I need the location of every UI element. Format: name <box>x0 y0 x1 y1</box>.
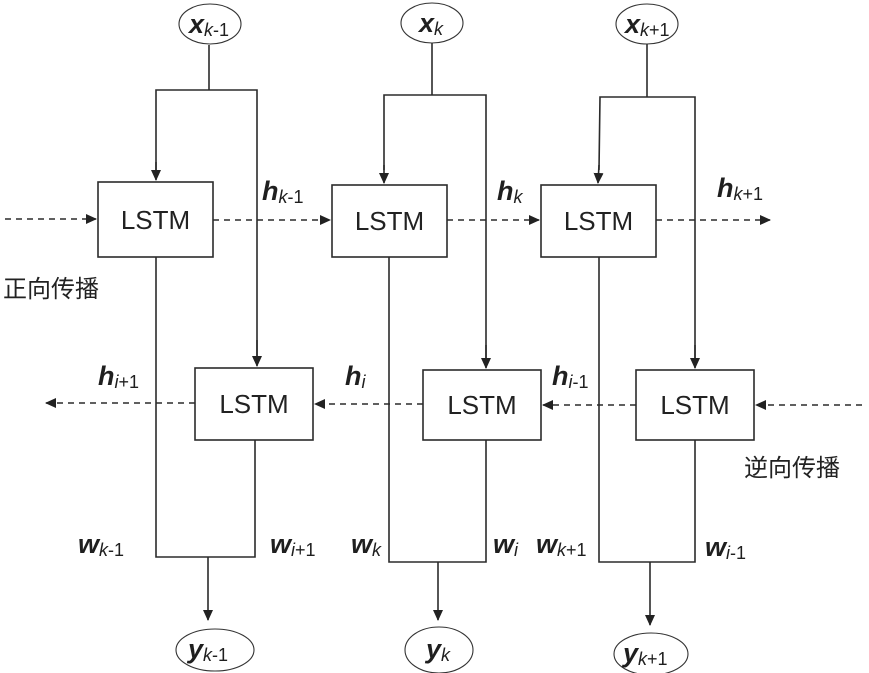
column-2 <box>379 43 491 621</box>
lstm-label: LSTM <box>355 206 424 236</box>
output-bracket <box>598 257 696 563</box>
backward-weight-label: wi-1 <box>705 532 746 563</box>
output-node: yk+1 <box>613 632 689 673</box>
backward-hidden-label: hi+1 <box>98 361 139 392</box>
input-bracket <box>155 89 258 358</box>
input-node: xk-1 <box>178 3 242 45</box>
input-node: xk+1 <box>615 3 679 45</box>
forward-lstm-cell: LSTM <box>97 181 214 258</box>
input-label: xk <box>417 8 444 39</box>
output-node: yk-1 <box>175 628 255 672</box>
backward-lstm-cell: LSTM <box>194 367 314 441</box>
input-bracket <box>383 94 487 360</box>
backward-weight-label: wi <box>493 529 519 560</box>
forward-hidden-label: hk+1 <box>717 173 763 204</box>
input-label: xk-1 <box>187 9 229 40</box>
forward-weight-label: wk <box>351 529 382 560</box>
input-node: xk <box>400 2 464 44</box>
forward-hidden-label: hk <box>497 176 524 207</box>
backward-propagation-label: 逆向传播 <box>744 454 840 482</box>
output-label: yk+1 <box>621 638 668 669</box>
forward-lstm-cell: LSTM <box>331 184 448 258</box>
backward-weight-label: wi+1 <box>270 529 316 560</box>
input-label: xk+1 <box>623 9 670 40</box>
forward-hidden-label: hk-1 <box>262 176 304 207</box>
lstm-label: LSTM <box>121 205 190 235</box>
input-bracket <box>598 96 696 360</box>
lstm-label: LSTM <box>660 390 729 420</box>
backward-lstm-cell: LSTM <box>635 369 755 441</box>
column-3 <box>593 44 700 626</box>
output-label: yk <box>424 634 451 665</box>
output-bracket <box>155 257 256 558</box>
lstm-label: LSTM <box>564 206 633 236</box>
forward-lstm-cell: LSTM <box>540 184 657 258</box>
lstm-label: LSTM <box>447 390 516 420</box>
backward-flow <box>45 398 862 410</box>
forward-propagation-label: 正向传播 <box>3 275 99 303</box>
forward-flow <box>5 214 771 225</box>
lstm-label: LSTM <box>219 389 288 419</box>
backward-hidden-label: hi <box>345 361 367 392</box>
output-node: yk <box>404 626 474 673</box>
backward-lstm-cell: LSTM <box>422 369 542 441</box>
forward-weight-label: wk-1 <box>78 529 124 560</box>
backward-hidden-label: hi-1 <box>552 361 589 392</box>
output-label: yk-1 <box>186 634 228 665</box>
forward-weight-label: wk+1 <box>536 529 587 560</box>
column-1 <box>151 45 262 621</box>
arrow-to-forward-lstm <box>593 164 604 184</box>
